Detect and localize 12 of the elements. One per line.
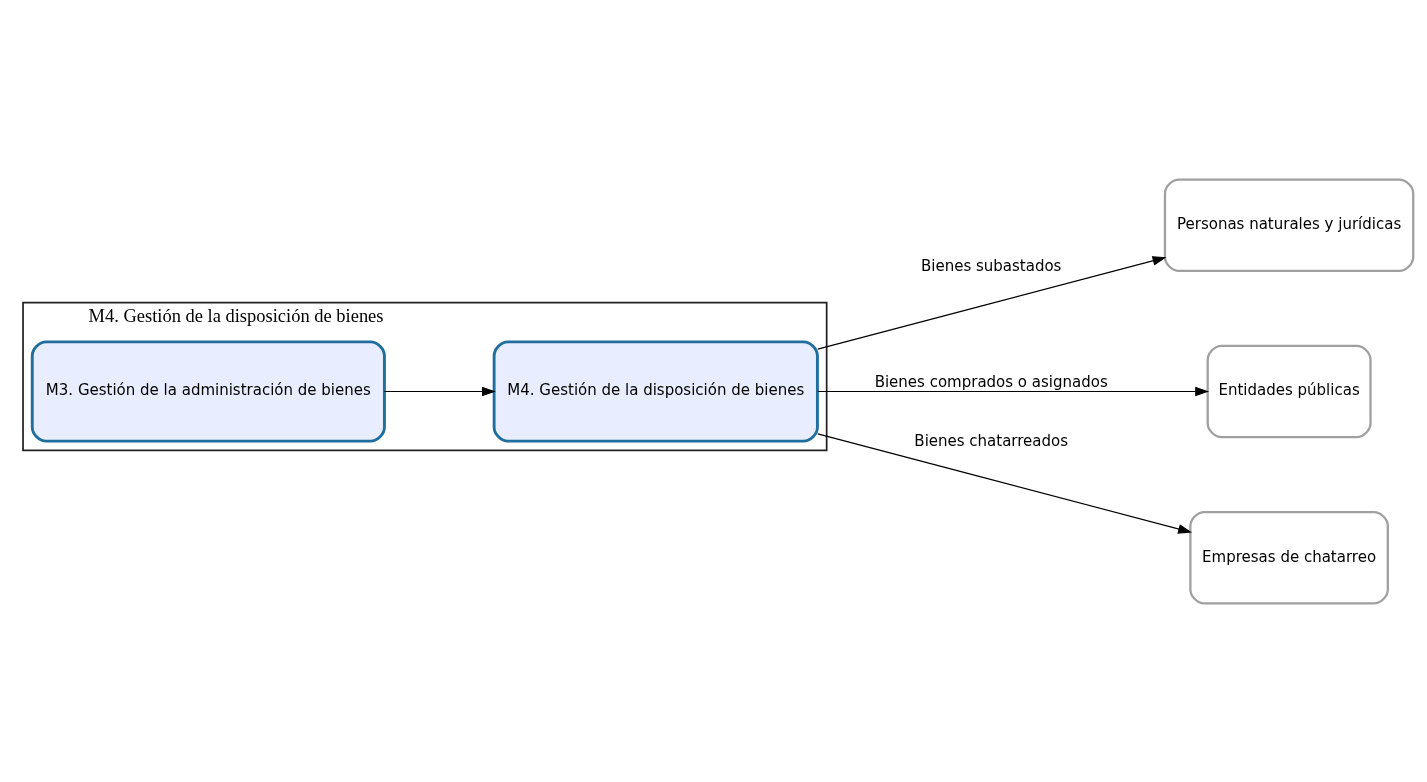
edge-label: Bienes subastados	[920, 256, 1062, 275]
arrow	[383, 386, 496, 396]
node-box: Entidades públicas	[1206, 344, 1372, 438]
arrow	[817, 386, 1210, 396]
edge-label: Bienes comprados o asignados	[874, 372, 1108, 391]
node-box: Personas naturales y jurídicas	[1163, 177, 1415, 272]
node-box: M4. Gestión de la disposición de bienes	[492, 339, 819, 443]
node-box: M3. Gestión de la administración de bienes	[30, 339, 386, 443]
node-box: Empresas de chatarreo	[1189, 510, 1389, 605]
arrow	[817, 255, 1167, 350]
arrow	[817, 432, 1193, 534]
edge-label: Bienes chatarreados	[914, 431, 1069, 450]
